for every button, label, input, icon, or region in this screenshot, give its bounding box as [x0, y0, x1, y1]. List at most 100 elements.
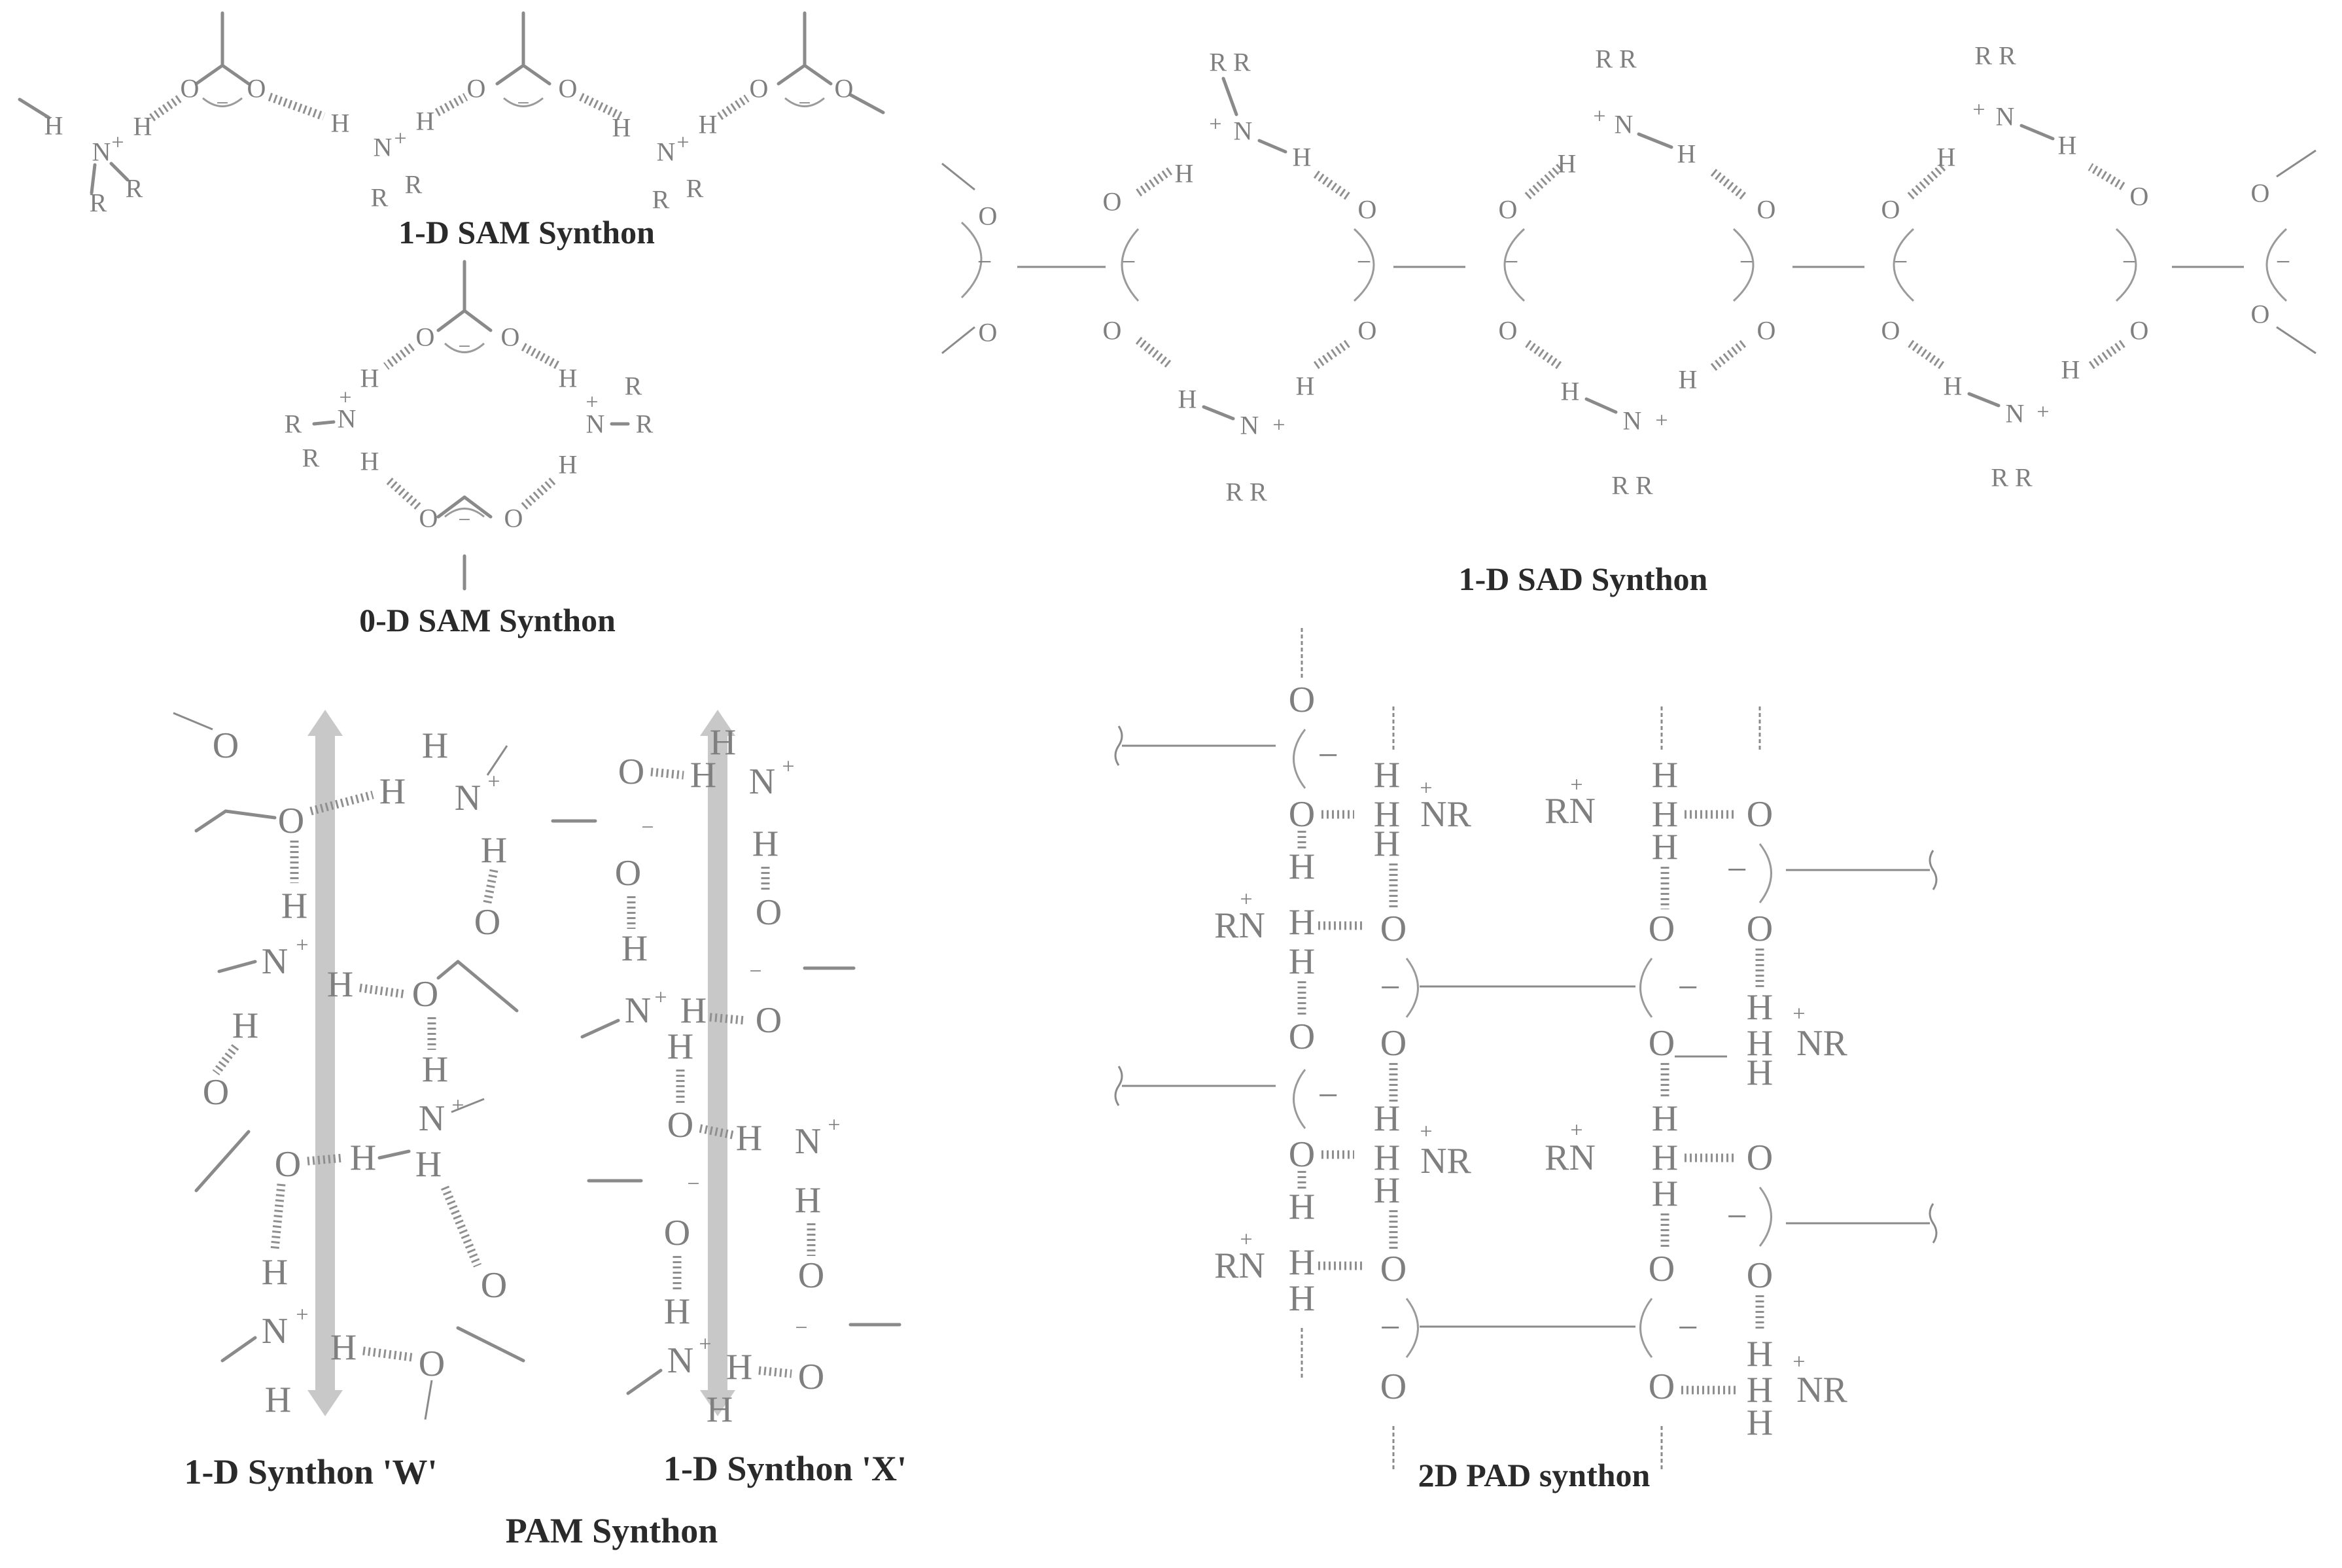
nitrogen-atom: N: [795, 1121, 821, 1162]
oxygen-atom: O: [1649, 1249, 1675, 1289]
plus-charge: +: [654, 986, 667, 1010]
pad-2d-panel: O O − O O − H H H H RN + H RN + H H H H …: [1114, 628, 1938, 1493]
hydrogen-atom: H: [1944, 372, 1963, 401]
oxygen-atom: O: [467, 74, 486, 103]
hydrogen-atom: H: [1652, 1138, 1678, 1178]
minus-charge: −: [1893, 247, 1908, 277]
hydrogen-atom: H: [710, 722, 736, 763]
oxygen-atom: O: [213, 725, 239, 766]
ammonium-top-2: R R N + H H: [1558, 44, 1696, 179]
plus-charge: +: [451, 1094, 464, 1118]
oxygen-atom: O: [247, 74, 266, 103]
minus-charge: −: [517, 92, 529, 116]
hydrogen-atom: H: [481, 830, 507, 871]
r-group: R R: [1209, 48, 1251, 77]
nitrogen-atom: N: [455, 778, 481, 818]
hydrogen-atom: H: [1374, 824, 1400, 864]
oxygen-atom: O: [559, 74, 578, 103]
r-group: R: [686, 174, 704, 203]
oxygen-atom: O: [1289, 680, 1315, 720]
hydrogen-atom: H: [1679, 365, 1698, 394]
oxygen-atom: O: [1380, 1367, 1407, 1407]
oxygen-atom: O: [504, 504, 523, 533]
nitrogen-atom: N: [262, 941, 288, 982]
nitrogen-atom: N: [1234, 116, 1253, 146]
r-group: R R: [1225, 478, 1267, 507]
oxygen-atom: O: [618, 752, 644, 792]
oxygen-atom: O: [1499, 316, 1518, 345]
nitrogen-atom: N: [1240, 411, 1259, 440]
hydrogen-atom: H: [133, 112, 152, 141]
rn-group: RN: [1214, 1246, 1265, 1286]
plus-charge: +: [782, 755, 794, 779]
minus-charge: −: [2122, 247, 2137, 277]
hydrogen-atom: H: [1747, 1334, 1773, 1374]
minus-charge: −: [458, 335, 470, 359]
nitrogen-atom: N: [657, 137, 676, 167]
plus-charge: +: [296, 1303, 308, 1327]
minus-charge: −: [1121, 247, 1136, 277]
arrow-head-up: [700, 710, 735, 736]
r-group: R: [405, 170, 423, 200]
plus-charge: +: [699, 1333, 711, 1357]
plus-charge: +: [1792, 1002, 1805, 1026]
oxygen-atom: O: [278, 801, 304, 841]
hydrogen-atom: H: [44, 111, 63, 141]
hydrogen-atom: H: [1374, 1170, 1400, 1211]
r-group: R: [371, 183, 389, 213]
oxygen-atom: O: [412, 974, 438, 1015]
hydrogen-atom: H: [707, 1389, 733, 1430]
hydrogen-atom: H: [1296, 372, 1315, 401]
oxygen-atom: O: [1649, 1023, 1675, 1064]
hydrogen-atom: H: [1747, 1370, 1773, 1410]
hydrogen-atom: H: [680, 990, 707, 1031]
sam-1d-panel: O O − O O − O O − H N +: [18, 11, 885, 251]
hydrogen-atom: H: [559, 450, 578, 479]
hydrogen-atom: H: [360, 364, 379, 393]
hydrogen-atom: H: [1558, 149, 1577, 179]
ammonium-3: H N + H R R: [579, 93, 750, 215]
minus-charge: −: [1504, 247, 1519, 277]
minus-charge: −: [1357, 247, 1372, 277]
caption-synthon-x: 1-D Synthon 'X': [663, 1449, 907, 1488]
nr-group: NR: [1420, 1141, 1471, 1181]
minus-charge: −: [216, 92, 228, 116]
oxygen-atom: O: [1499, 195, 1518, 224]
minus-charge: −: [2276, 247, 2291, 277]
hydrogen-atom: H: [422, 1049, 448, 1090]
plus-charge: +: [828, 1113, 840, 1138]
oxygen-atom: O: [2251, 179, 2270, 208]
hydrogen-atom: H: [281, 886, 307, 926]
hydrogen-atom: H: [1289, 1242, 1315, 1283]
carboxylate-3: O O −: [750, 11, 885, 116]
hydrogen-atom: H: [1561, 377, 1580, 406]
caption-pad-2d: 2D PAD synthon: [1418, 1457, 1651, 1493]
oxygen-atom: O: [1649, 909, 1675, 949]
hydrogen-atom: H: [752, 824, 778, 864]
minus-charge: −: [1677, 1308, 1698, 1348]
plus-charge: +: [1792, 1350, 1805, 1374]
hydrogen-atom: H: [726, 1347, 752, 1387]
nitrogen-atom: N: [586, 409, 605, 439]
minus-charge: −: [798, 92, 811, 116]
minus-charge: −: [1726, 850, 1747, 890]
arrow-head-up: [307, 710, 343, 736]
nr-group: NR: [1796, 1023, 1847, 1064]
hydrogen-atom: H: [559, 364, 578, 393]
minus-charge: −: [1318, 1075, 1338, 1116]
nitrogen-atom: N: [2006, 399, 2025, 428]
wavy-bond-right-1: [1929, 850, 1938, 890]
oxygen-atom: O: [1881, 316, 1900, 345]
sad-1d-panel: O O − O O − O O − O O −: [941, 41, 2316, 597]
hydrogen-atom: H: [1747, 1053, 1773, 1093]
hydrogen-atom: H: [415, 1144, 442, 1185]
hydrogen-atom: H: [699, 110, 718, 139]
hydrogen-atom: H: [1652, 755, 1678, 795]
ammonium-bottom-1: H H N + R R: [1178, 372, 1315, 507]
hydrogen-atom: H: [2058, 131, 2077, 160]
rn-group: RN: [1545, 1138, 1596, 1178]
r-group: R R: [1991, 463, 2033, 493]
oxygen-atom: O: [1757, 195, 1776, 224]
hydrogen-atom: H: [736, 1118, 762, 1159]
hydrogen-atom: H: [1677, 139, 1696, 169]
